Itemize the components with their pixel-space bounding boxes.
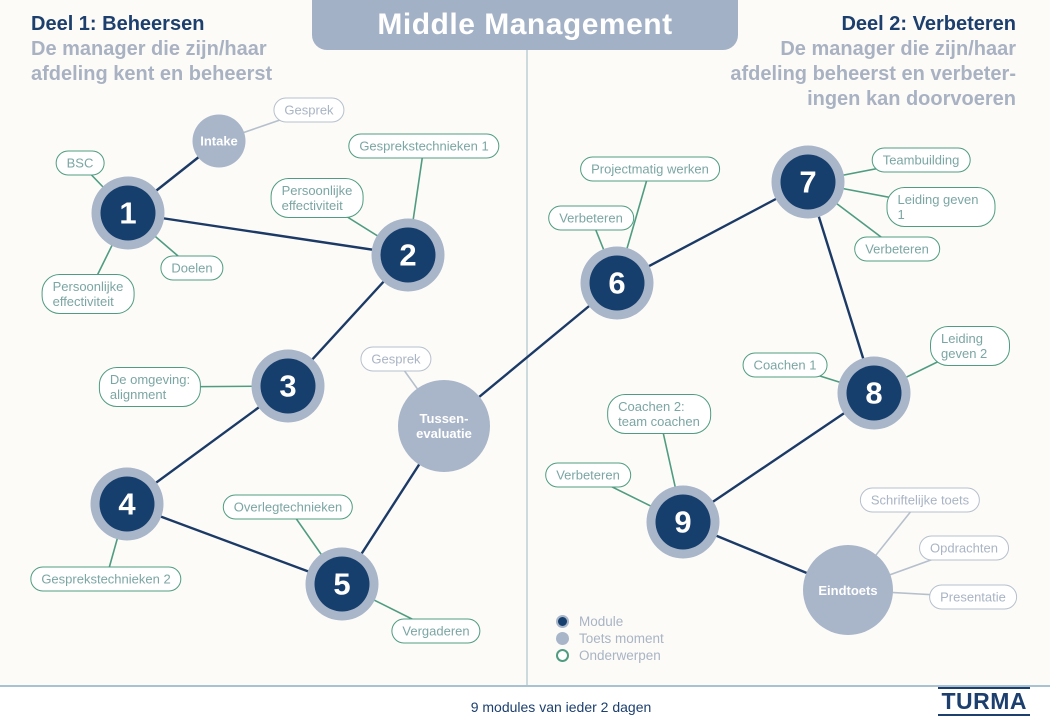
module-node-9: 9 <box>646 485 720 559</box>
topic-label-verbeteren-9: Verbeteren <box>545 462 631 488</box>
topic-label-overlegtechnieken: Overlegtechnieken <box>222 494 354 520</box>
topic-label-verbeteren-6: Verbeteren <box>548 205 634 231</box>
topic-label-gesprek-tussen: Gesprek <box>360 346 432 372</box>
connection-line <box>127 211 409 257</box>
module-node-7: 7 <box>771 145 845 219</box>
module-node-1: 1 <box>91 176 165 250</box>
topic-label-verbeteren-7: Verbeteren <box>854 236 940 262</box>
part1-title: Deel 1: Beheersen <box>31 13 205 35</box>
module-number-7: 7 <box>780 154 836 210</box>
legend-item-toets-moment: Toets moment <box>556 630 664 647</box>
part2-header: Deel 2: Verbeteren De manager die zijn/h… <box>730 12 1016 112</box>
footer-note: 9 modules van ieder 2 dagen <box>470 699 652 715</box>
module-node-5: 5 <box>305 547 379 621</box>
section-divider <box>526 50 528 686</box>
topic-label-leiding-geven-2: Leiding geven 2 <box>930 326 1010 366</box>
topic-label-vergaderen: Vergaderen <box>391 618 481 644</box>
page-title: Middle Management <box>377 8 673 41</box>
topic-label-gesprekstechnieken-2: Gesprekstechnieken 2 <box>30 566 182 592</box>
topic-label-gesprek-intake: Gesprek <box>273 97 345 123</box>
toets-node-eind: Eindtoets <box>803 545 893 635</box>
topic-label-persoonlijke-effectiviteit-1: Persoonlijke effectiviteit <box>41 274 135 314</box>
module-node-6: 6 <box>580 246 654 320</box>
module-number-4: 4 <box>99 476 155 532</box>
topic-label-de-omgeving-alignment: De omgeving: alignment <box>98 367 202 407</box>
module-number-1: 1 <box>100 185 156 241</box>
part2-subtitle: De manager die zijn/haar afdeling beheer… <box>730 38 1016 110</box>
toets-node-tussen: Tussen- evaluatie <box>398 380 490 472</box>
module-number-2: 2 <box>380 227 436 283</box>
turma-logo: TURMA <box>938 687 1030 716</box>
module-number-5: 5 <box>314 556 370 612</box>
footer-divider <box>0 685 1050 687</box>
topic-label-leiding-geven-1: Leiding geven 1 <box>886 187 996 227</box>
legend-item-module: Module <box>556 613 664 630</box>
topic-label-persoonlijke-effectiviteit-2: Persoonlijke effectiviteit <box>270 178 364 218</box>
topic-label-gesprekstechnieken-1: Gesprekstechnieken 1 <box>348 133 500 159</box>
legend-item-onderwerpen: Onderwerpen <box>556 647 664 664</box>
topic-label-projectmatig-werken: Projectmatig werken <box>580 156 720 182</box>
module-number-8: 8 <box>846 365 902 421</box>
topic-label-coachen-2-team-coachen: Coachen 2: team coachen <box>607 394 711 434</box>
module-node-4: 4 <box>90 467 164 541</box>
title-banner: Middle Management <box>312 0 738 50</box>
module-node-3: 3 <box>251 349 325 423</box>
topic-label-presentatie: Presentatie <box>929 584 1017 610</box>
topic-label-bsc: BSC <box>55 150 105 176</box>
legend-label-onderwerpen: Onderwerpen <box>579 648 661 663</box>
topic-label-schriftelijke-toets: Schriftelijke toets <box>859 487 981 513</box>
legend-label-toets-moment: Toets moment <box>579 631 664 646</box>
module-number-9: 9 <box>655 494 711 550</box>
topic-label-coachen-1: Coachen 1 <box>742 352 828 378</box>
legend: Module Toets moment Onderwerpen <box>556 613 664 664</box>
topic-label-doelen: Doelen <box>160 255 224 281</box>
module-number-3: 3 <box>260 358 316 414</box>
module-legend-icon <box>556 615 569 628</box>
topic-label-teambuilding: Teambuilding <box>871 147 971 173</box>
onderwerpen-legend-icon <box>556 649 569 662</box>
part1-subtitle: De manager die zijn/haar afdeling kent e… <box>31 38 273 85</box>
toets-moment-legend-icon <box>556 632 569 645</box>
module-node-2: 2 <box>371 218 445 292</box>
legend-label-module: Module <box>579 614 624 629</box>
module-node-8: 8 <box>837 356 911 430</box>
module-number-6: 6 <box>589 255 645 311</box>
toets-node-intake: Intake <box>192 114 246 168</box>
connection-line <box>126 502 343 586</box>
topic-label-opdrachten: Opdrachten <box>919 535 1009 561</box>
part1-header: Deel 1: Beheersen De manager die zijn/ha… <box>31 12 272 87</box>
connection-line <box>682 392 875 523</box>
part2-title: Deel 2: Verbeteren <box>841 13 1016 35</box>
